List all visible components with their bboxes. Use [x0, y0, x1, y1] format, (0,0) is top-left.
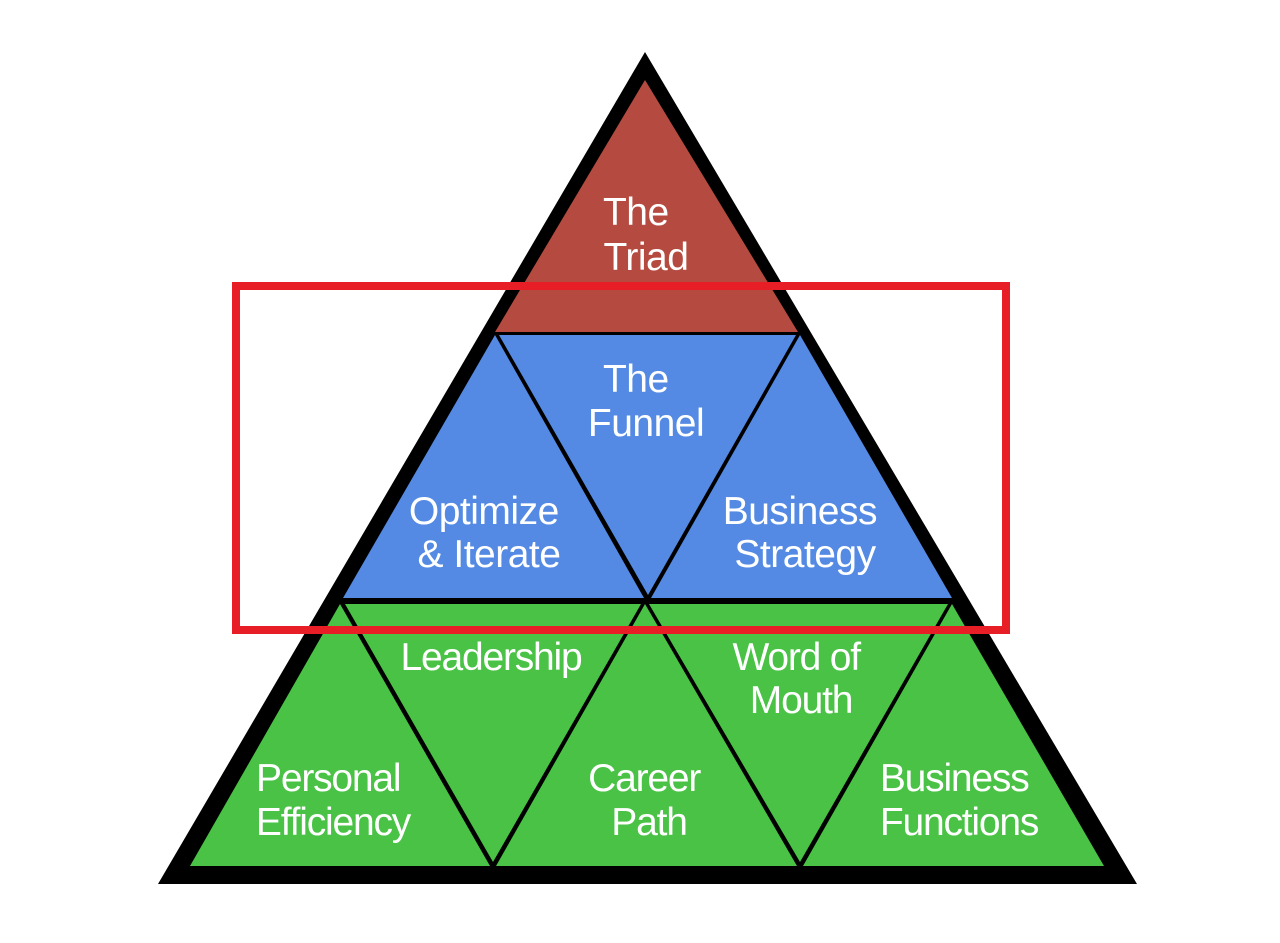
leadership-label-line1: Leadership: [401, 636, 582, 679]
optimize-iterate-label: Optimize & Iterate: [409, 490, 569, 576]
triad-label: The Triad: [603, 191, 688, 279]
career-path-label: Career Path: [588, 757, 710, 844]
word-of-mouth-label-line1: Word of: [732, 636, 861, 679]
optimize-iterate-label-line1: Optimize: [409, 490, 559, 533]
business-strategy-label-line2: Strategy: [734, 533, 876, 576]
word-of-mouth-label: Word of Mouth: [732, 636, 869, 722]
funnel-label-line1: The: [603, 358, 669, 401]
business-functions-label-line1: Business: [880, 757, 1029, 800]
business-strategy-label-line1: Business: [723, 490, 877, 533]
career-path-label-line2: Path: [611, 801, 686, 844]
personal-efficiency-label: Personal Efficiency: [256, 757, 412, 844]
funnel-label-line2: Funnel: [588, 402, 704, 445]
business-functions-label: Business Functions: [880, 757, 1039, 844]
career-path-label-line1: Career: [588, 757, 701, 800]
funnel-label: The Funnel: [588, 358, 704, 445]
business-strategy-label: Business Strategy: [723, 490, 888, 576]
business-functions-segment: [803, 604, 1104, 866]
leadership-label: Leadership: [401, 636, 582, 679]
career-path-segment: [496, 604, 797, 866]
triad-label-line2: Triad: [604, 236, 689, 279]
personal-efficiency-label-line2: Efficiency: [256, 801, 412, 844]
optimize-iterate-label-line2: & Iterate: [418, 533, 561, 576]
optimize-iterate-segment: [343, 335, 644, 598]
business-strategy-segment: [651, 335, 952, 598]
leadership-segment: [345, 604, 641, 862]
personal-efficiency-label-line1: Personal: [256, 757, 400, 800]
highlight-box: [232, 282, 1010, 634]
personal-efficiency-segment: [190, 604, 490, 866]
triad-label-line1: The: [603, 191, 669, 234]
funnel-segment: [499, 335, 796, 595]
word-of-mouth-segment: [649, 604, 948, 862]
word-of-mouth-label-line2: Mouth: [750, 679, 852, 722]
triad-segment: [495, 80, 798, 332]
business-functions-label-line2: Functions: [880, 801, 1039, 844]
